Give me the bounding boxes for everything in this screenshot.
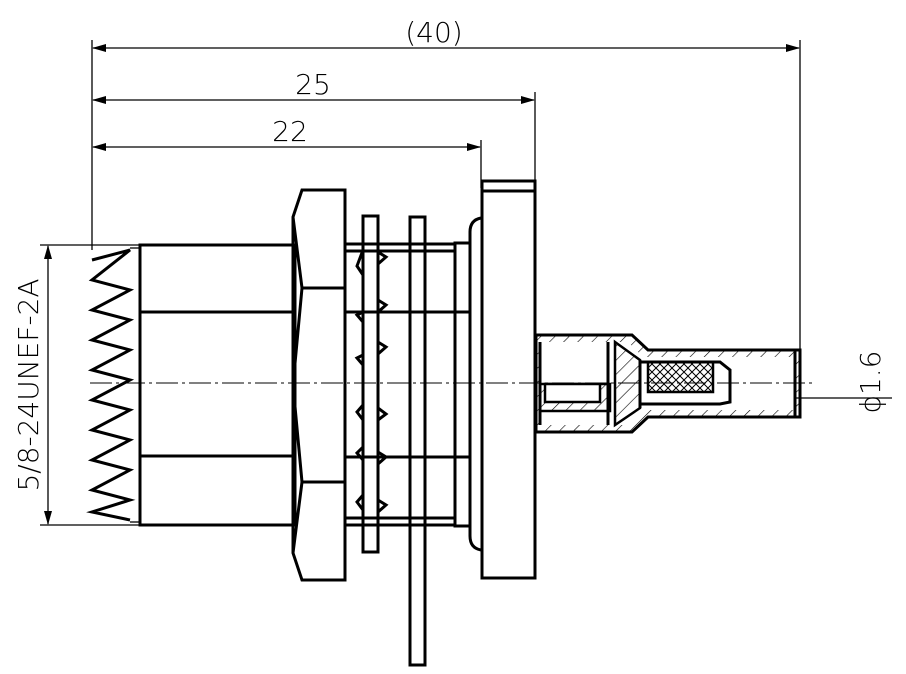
thread-spec-label: 5/8-24UNEF-2A — [12, 278, 45, 491]
dim-22-label: 22 — [272, 115, 308, 148]
dim-overall-label: (40) — [405, 16, 462, 49]
flange — [480, 179, 537, 580]
body-shank — [345, 216, 482, 552]
dimension-25: 25 — [92, 68, 535, 104]
dimension-thread: 5/8-24UNEF-2A — [12, 245, 52, 525]
dimension-overall: (40) — [92, 16, 800, 52]
lock-washer — [354, 214, 389, 554]
pin-diameter-label: ϕ1.6 — [854, 351, 887, 414]
threaded-body — [86, 243, 297, 527]
hex-nut — [291, 188, 347, 582]
extension-lines — [40, 40, 801, 526]
dim-25-label: 25 — [295, 68, 331, 101]
dimension-22: 22 — [92, 115, 481, 151]
panel-plate — [408, 215, 427, 667]
